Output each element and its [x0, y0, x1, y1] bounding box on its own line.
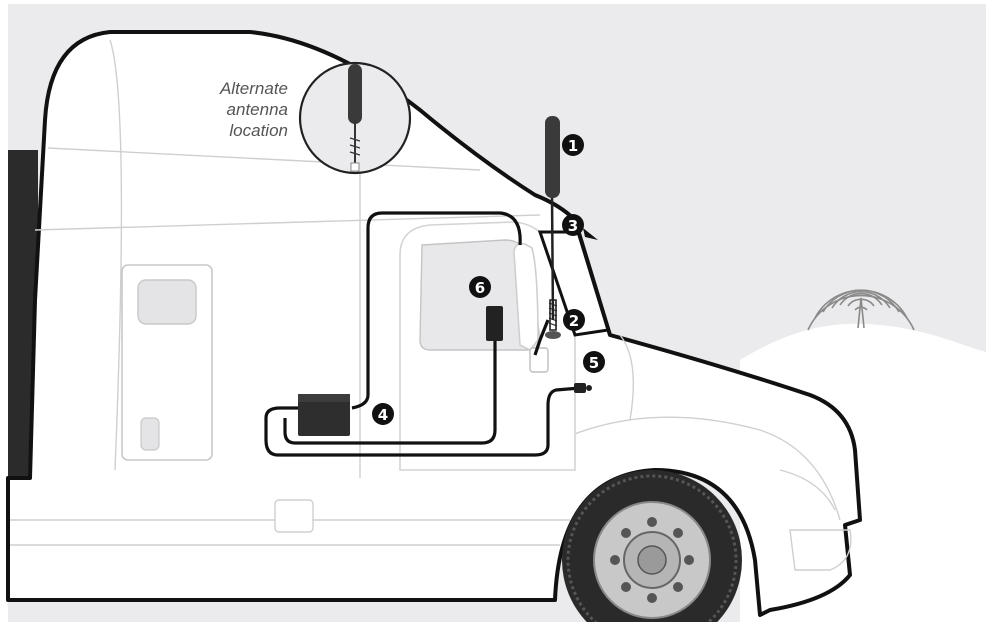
alternate-label-line-1: Alternate — [219, 79, 288, 98]
panel-lines — [10, 39, 852, 571]
callout-4-badge — [372, 403, 394, 425]
inside-antenna-cable — [283, 340, 497, 445]
antenna-cable — [533, 319, 550, 356]
callout-2-badge — [563, 309, 585, 331]
alternate-label-line-3: location — [229, 121, 288, 140]
callout-1: 1 — [568, 137, 578, 155]
front-wheel — [562, 470, 742, 637]
callout-1-badge — [562, 134, 584, 156]
callouts: 1 2 3 4 5 6 — [372, 134, 605, 425]
side-mirror — [513, 242, 539, 352]
antenna-icon — [545, 116, 561, 339]
outside-to-booster-cable — [351, 211, 522, 410]
cell-tower-icon — [807, 289, 915, 331]
sleeper-window — [137, 279, 197, 325]
inside-antenna-icon — [486, 306, 503, 341]
callout-5: 5 — [589, 354, 599, 372]
power-cable — [264, 386, 581, 457]
cables — [264, 211, 581, 457]
ground — [0, 622, 995, 637]
callout-6: 6 — [475, 279, 485, 297]
step — [274, 499, 314, 533]
callout-2: 2 — [569, 312, 579, 330]
callout-5-badge — [583, 351, 605, 373]
callout-6-badge — [469, 276, 491, 298]
callout-4: 4 — [378, 406, 388, 424]
callout-3: 3 — [568, 217, 578, 235]
mirror-mount — [529, 347, 549, 373]
alternate-label-line-2: antenna — [227, 100, 288, 119]
callout-3-badge — [562, 214, 584, 236]
power-adapter-icon — [574, 383, 592, 393]
sleeper-handle — [140, 417, 160, 451]
alternate-antenna-inset — [298, 61, 412, 175]
booster-unit-icon — [298, 394, 350, 436]
